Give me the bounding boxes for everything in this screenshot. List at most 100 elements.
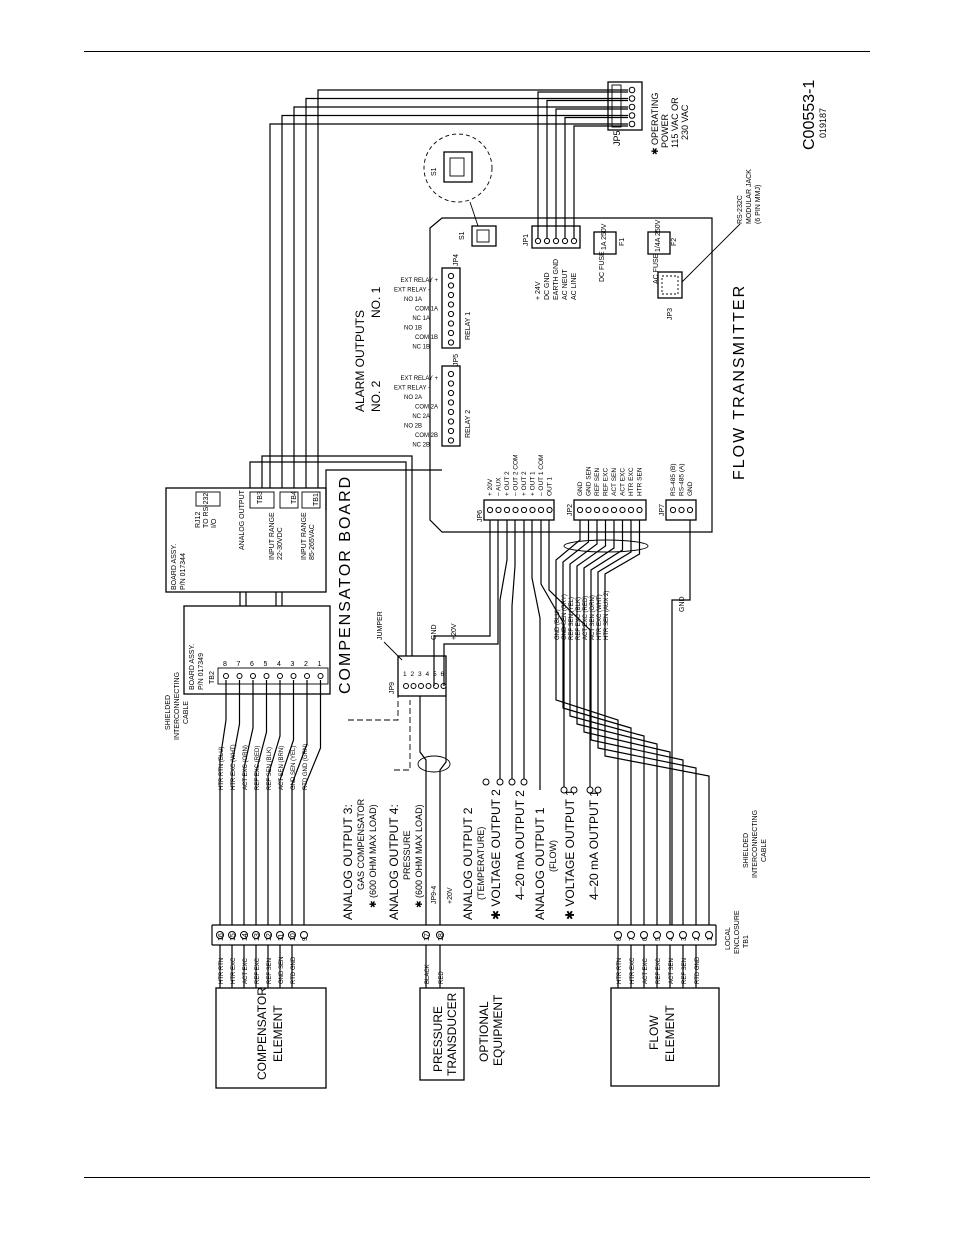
power-connector-label: JP5 bbox=[612, 130, 622, 146]
relay1-pin bbox=[447, 310, 455, 318]
svg-text:JP1: JP1 bbox=[523, 234, 530, 246]
jp7-gnd-wire bbox=[671, 520, 691, 925]
comp-element-wire-label: HTR EXC bbox=[231, 957, 237, 984]
terminal-pin-number: 1 bbox=[707, 937, 714, 941]
jp6-pin-label: + OUT 2 bbox=[504, 471, 511, 496]
jp6-output-wire bbox=[499, 520, 508, 782]
comp-wire bbox=[231, 680, 241, 925]
svg-text:✱ (600 OHM MAX LOAD): ✱ (600 OHM MAX LOAD) bbox=[368, 804, 378, 908]
flow-wire bbox=[590, 520, 684, 925]
jp6-output-wire bbox=[540, 520, 565, 790]
svg-text:PRESSURE: PRESSURE bbox=[402, 830, 412, 880]
flow-wire bbox=[569, 520, 645, 925]
terminal-pin-number: 18 bbox=[438, 933, 445, 941]
comp-wire-label: GND SEN (YEL) bbox=[291, 746, 297, 790]
jp1-pin-label: AC NEUT bbox=[562, 269, 569, 300]
jp6-output-wire bbox=[511, 520, 516, 782]
flow-element-wire-label: RTD GND bbox=[695, 956, 701, 984]
svg-text:JP5: JP5 bbox=[453, 354, 460, 366]
relay1-pin-label: EXT RELAY + bbox=[400, 278, 438, 284]
terminal-pin bbox=[288, 931, 296, 939]
analog3-leader bbox=[348, 696, 399, 721]
tb2-pin-number: 2 bbox=[304, 661, 308, 668]
terminal-pin bbox=[692, 931, 700, 939]
terminal-pin-number: 3 bbox=[681, 937, 688, 941]
jp6-pin bbox=[503, 506, 511, 514]
terminal-pin-number: 13 bbox=[254, 933, 261, 941]
jp1-pin-label: + 24V bbox=[535, 281, 542, 300]
terminal-pin bbox=[252, 931, 260, 939]
comp-element-wire-label: ACT EXC bbox=[243, 957, 249, 984]
jp1-pin bbox=[534, 237, 542, 245]
svg-text:✱ (600 OHM MAX LOAD): ✱ (600 OHM MAX LOAD) bbox=[414, 804, 424, 908]
svg-text:GAS COMPENSATOR: GAS COMPENSATOR bbox=[356, 798, 366, 890]
svg-text:✱ VOLTAGE OUTPUT 1: ✱ VOLTAGE OUTPUT 1 bbox=[563, 789, 577, 920]
tb2-pin bbox=[277, 673, 283, 679]
jp2-pin bbox=[585, 506, 592, 514]
jp1-pin bbox=[543, 237, 551, 245]
svg-text:TB1: TB1 bbox=[313, 493, 320, 506]
tb2-pin bbox=[223, 673, 229, 679]
terminal-pin-number: 8 bbox=[616, 937, 623, 941]
output-terminal bbox=[560, 786, 568, 794]
relay2-pin bbox=[447, 437, 455, 444]
svg-text:EQUIPMENT: EQUIPMENT bbox=[491, 994, 505, 1066]
jp2-pin bbox=[593, 506, 601, 514]
svg-text:(6 PIN MMJ): (6 PIN MMJ) bbox=[755, 185, 762, 224]
flow-wire bbox=[555, 520, 619, 925]
tb2-pin-number: 7 bbox=[237, 661, 241, 668]
relay2-pin-label: NC 2A bbox=[412, 414, 430, 420]
flow-wire-label: HTR EXC (WHT) bbox=[597, 594, 603, 640]
svg-text:(FLOW): (FLOW) bbox=[548, 840, 558, 872]
terminal-pin bbox=[300, 931, 308, 939]
jp1-pin-label: DC GND bbox=[544, 272, 551, 300]
terminal-pin bbox=[640, 931, 648, 939]
jp7-pin bbox=[669, 506, 677, 514]
svg-text:I/O: I/O bbox=[211, 518, 218, 528]
svg-text:ALARM OUTPUTS: ALARM OUTPUTS bbox=[353, 310, 367, 412]
jp9-pin-number: 6 bbox=[441, 671, 445, 678]
jp1-wire bbox=[537, 91, 628, 238]
svg-text:ANALOG OUTPUT: ANALOG OUTPUT bbox=[239, 489, 246, 550]
relay1-pin bbox=[447, 320, 455, 327]
relay2-pin bbox=[447, 418, 455, 425]
svg-text:PRESSURE: PRESSURE bbox=[431, 1006, 445, 1072]
flow-wire-label: REF EXC (BLK) bbox=[576, 597, 582, 640]
terminal-pin-number: 12 bbox=[266, 933, 273, 941]
svg-text:RELAY 2: RELAY 2 bbox=[465, 410, 472, 438]
relay1-pin bbox=[447, 301, 455, 308]
power-wire bbox=[269, 123, 628, 488]
relay2-pin bbox=[447, 408, 455, 416]
flow-wire-label: GND (BLU) bbox=[555, 609, 561, 640]
svg-text:JP3: JP3 bbox=[667, 308, 674, 320]
jp9-pin-number: 2 bbox=[411, 671, 415, 678]
svg-text:TB2: TB2 bbox=[209, 671, 216, 684]
analog-out-wire bbox=[249, 461, 407, 656]
shielded-cable-top-3: CABLE bbox=[183, 701, 190, 724]
svg-text:ANALOG OUTPUT 4:: ANALOG OUTPUT 4: bbox=[387, 804, 401, 920]
terminal-pin-number: 16 bbox=[218, 933, 225, 941]
shielded-cable-bottom-2: INTERCONNECTING bbox=[752, 810, 759, 878]
analog-output-labels: ANALOG OUTPUT 3: GAS COMPENSATOR ✱ (600 … bbox=[341, 596, 686, 920]
relay1-pin bbox=[447, 272, 455, 280]
jp9-wire bbox=[439, 696, 447, 925]
svg-text:FLOW: FLOW bbox=[647, 1015, 661, 1050]
comp-element-wire-label: REF SEN bbox=[267, 958, 273, 984]
comp-wire-label: RTD GND (GRN) bbox=[303, 744, 309, 790]
jp2-pin bbox=[627, 506, 635, 514]
transducer-wire-label: BLACK bbox=[425, 964, 431, 984]
terminal-pin bbox=[228, 931, 236, 939]
jp9-pin-number: 5 bbox=[433, 671, 437, 678]
terminal-pin bbox=[614, 931, 622, 939]
jp6-output-wire bbox=[531, 520, 541, 790]
jp9-pin-number: 4 bbox=[426, 671, 430, 678]
jp6-pin-label: + OUT 1 bbox=[530, 471, 537, 496]
svg-text:F1: F1 bbox=[619, 238, 626, 246]
terminal-pin bbox=[216, 931, 224, 939]
jp7-pin bbox=[686, 506, 694, 514]
terminal-pin-number: 7 bbox=[629, 937, 636, 941]
relay2-pin-label: COM 2B bbox=[415, 433, 438, 439]
jp2-pin-label: GND bbox=[577, 481, 584, 496]
